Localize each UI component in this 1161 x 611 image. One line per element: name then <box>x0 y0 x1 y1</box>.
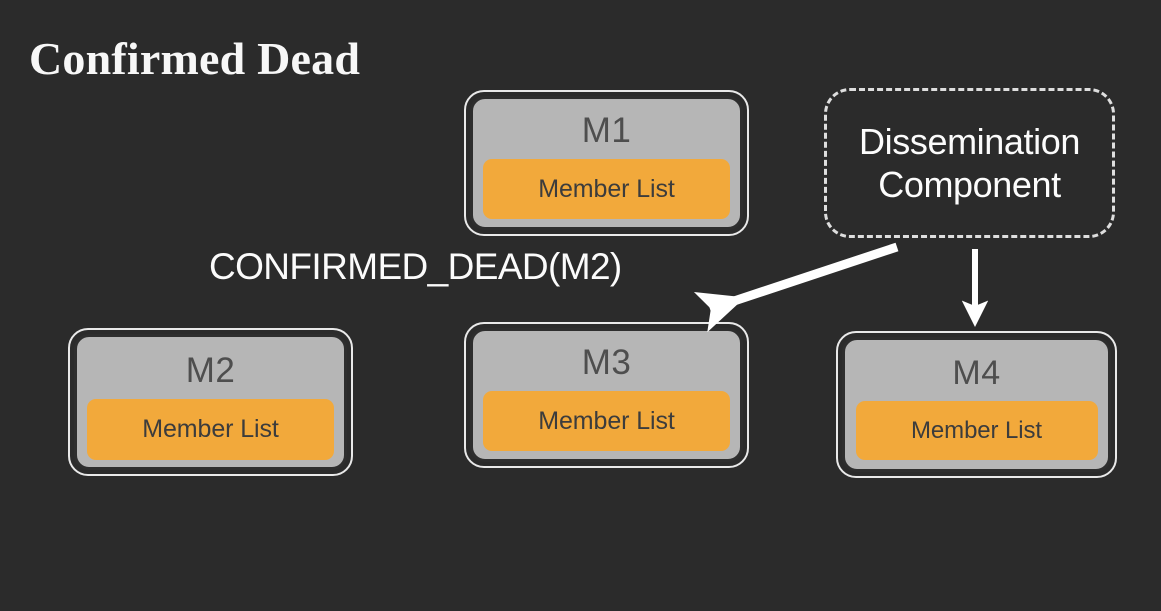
dissemination-line-1: Dissemination <box>859 121 1080 162</box>
member-node-body: M2 Member List <box>74 334 347 470</box>
member-list-box[interactable]: Member List <box>483 391 730 451</box>
member-node-title: M4 <box>952 354 1001 392</box>
member-node-body: M4 Member List <box>842 337 1111 472</box>
member-list-box[interactable]: Member List <box>483 159 730 219</box>
member-node-body: M1 Member List <box>470 96 743 230</box>
member-node-body: M3 Member List <box>470 328 743 462</box>
member-node-m1[interactable]: M1 Member List <box>464 90 749 236</box>
member-node-m4[interactable]: M4 Member List <box>836 331 1117 478</box>
page-title: Confirmed Dead <box>29 33 361 84</box>
member-list-box[interactable]: Member List <box>855 401 1098 460</box>
member-node-title: M3 <box>581 343 632 382</box>
arrow-dissemination-to-m3 <box>693 242 899 333</box>
message-label-confirmed-dead: CONFIRMED_DEAD(M2) <box>209 246 622 287</box>
member-node-title: M1 <box>581 111 632 150</box>
member-list-box[interactable]: Member List <box>87 399 334 460</box>
member-node-title: M2 <box>185 351 236 390</box>
dissemination-component[interactable]: Dissemination Component <box>824 88 1115 238</box>
member-node-m3[interactable]: M3 Member List <box>464 322 749 468</box>
member-node-m2[interactable]: M2 Member List <box>68 328 353 476</box>
dissemination-line-2: Component <box>878 164 1061 205</box>
dissemination-component-label: Dissemination Component <box>859 120 1080 206</box>
